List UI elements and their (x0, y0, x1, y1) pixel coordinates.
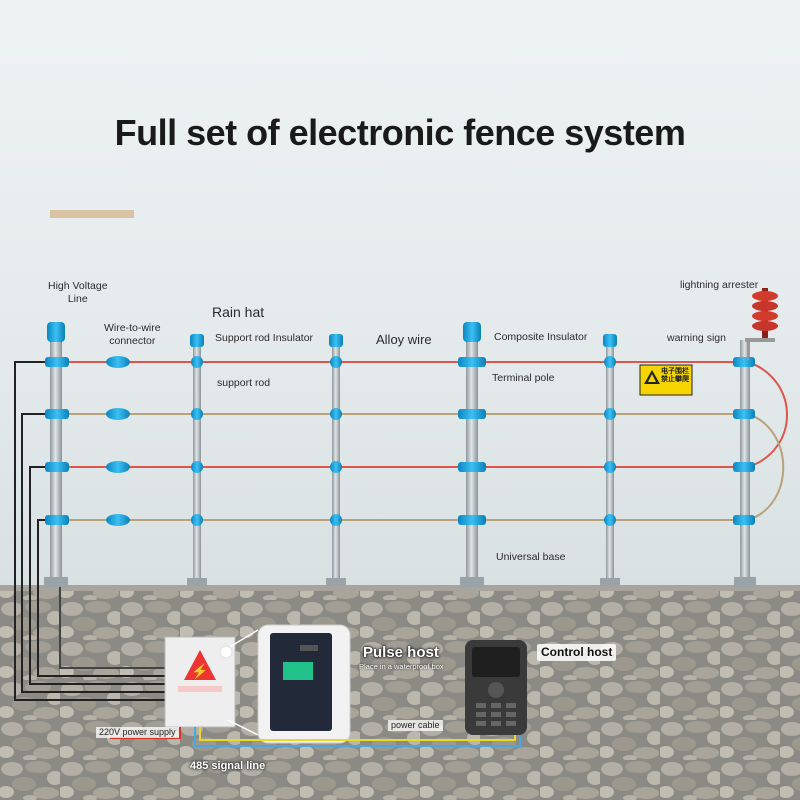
svg-text:⚡: ⚡ (191, 663, 208, 680)
pulse-host-magnified (219, 624, 351, 744)
warning-sign-line1: 电子围栏 (661, 368, 689, 375)
label-rain-hat: Rain hat (212, 304, 265, 320)
label-terminal-pole: Terminal pole (492, 372, 555, 384)
warning-sign-text: 电子围栏 禁止攀爬 (661, 368, 689, 384)
label-warning-sign: warning sign (667, 332, 726, 344)
label-support-rod: support rod (217, 377, 271, 389)
label-pulse-host: Pulse host (363, 644, 439, 661)
label-high-voltage-line: High Voltage Line (48, 280, 108, 306)
label-support-rod-insulator: Support rod Insulator (215, 332, 314, 344)
fence-wires (55, 361, 788, 521)
page-title: Full set of electronic fence system (114, 112, 686, 153)
warning-sign-line2: 禁止攀爬 (661, 376, 689, 384)
label-power-supply: 220V power supply (96, 727, 179, 739)
control-host-device (465, 640, 527, 735)
accent-bar (50, 210, 134, 218)
label-control-host: Control host (537, 644, 617, 661)
label-wire-to-wire-connector: Wire-to-wire connector (104, 322, 161, 348)
label-signal-line: 485 signal line (190, 760, 266, 772)
label-lightning-arrester: lightning arrester (680, 279, 759, 291)
label-alloy-wire: Alloy wire (376, 332, 432, 347)
label-universal-base: Universal base (496, 551, 566, 563)
insulators (45, 356, 755, 526)
label-composite-insulator: Composite Insulator (494, 331, 588, 343)
label-pulse-host-note: Place in a waterproof box (359, 662, 444, 671)
label-power-cable: power cable (388, 720, 443, 732)
warning-sign-icon (639, 364, 693, 396)
lightning-arrester-icon (745, 288, 778, 360)
